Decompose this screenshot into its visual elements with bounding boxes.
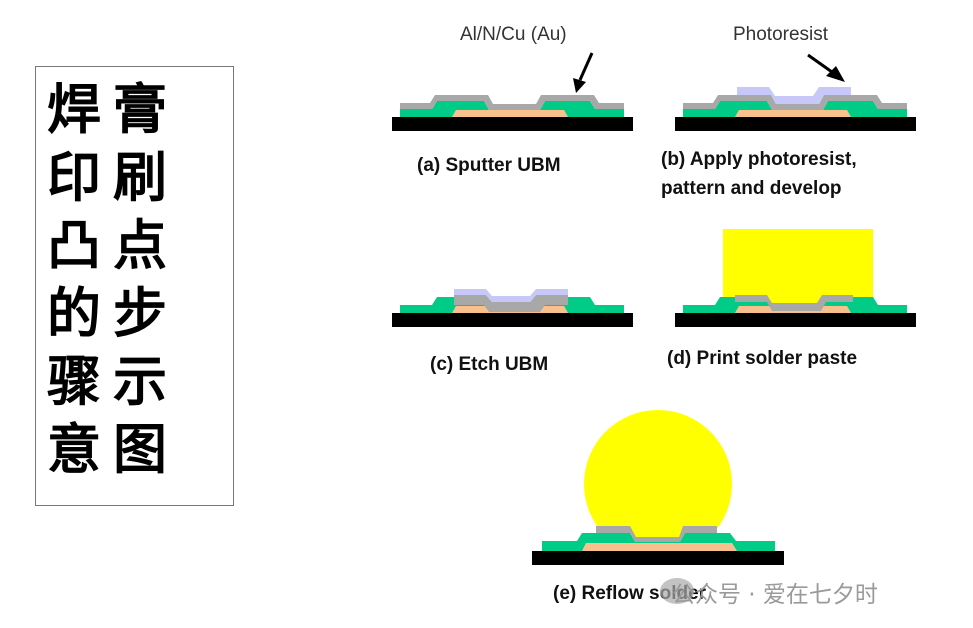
title-char: 印: [47, 145, 101, 209]
title-char: 的: [47, 281, 101, 345]
panel-b: [675, 87, 916, 131]
photoresist-label: Photoresist: [733, 24, 829, 45]
title-box: [35, 66, 234, 506]
arrow-icon: [807, 53, 845, 82]
watermark-logo-icon: [660, 578, 694, 604]
diagram-title: 焊 膏 印 刷 凸 点 的 步 骤 示 意 图: [42, 78, 172, 480]
caption-b-line1: (b) Apply photoresist,: [661, 149, 857, 170]
metal-label: Al/N/Cu (Au): [460, 24, 567, 45]
caption-a: (a) Sputter UBM: [417, 155, 561, 176]
title-char: 示: [113, 349, 167, 413]
panel-a: [392, 95, 633, 131]
title-char: 骤: [47, 349, 101, 413]
title-char: 意: [47, 417, 101, 481]
panel-c: [392, 289, 633, 327]
panel-e: [532, 526, 784, 565]
arrow-icon: [573, 52, 594, 93]
watermark: 公众号 · 爱在七夕时: [672, 582, 878, 608]
title-char: 步: [113, 281, 167, 345]
caption-b-line2: pattern and develop: [661, 178, 842, 199]
caption-d: (d) Print solder paste: [667, 348, 857, 369]
title-char: 凸: [47, 213, 101, 277]
solder-ball: [584, 410, 732, 558]
title-char: 焊: [47, 77, 101, 141]
title-char: 图: [113, 417, 167, 481]
caption-c: (c) Etch UBM: [430, 354, 548, 375]
title-char: 膏: [113, 77, 167, 141]
panel-d: [675, 229, 916, 327]
title-char: 点: [113, 213, 167, 277]
title-char: 刷: [113, 145, 167, 209]
